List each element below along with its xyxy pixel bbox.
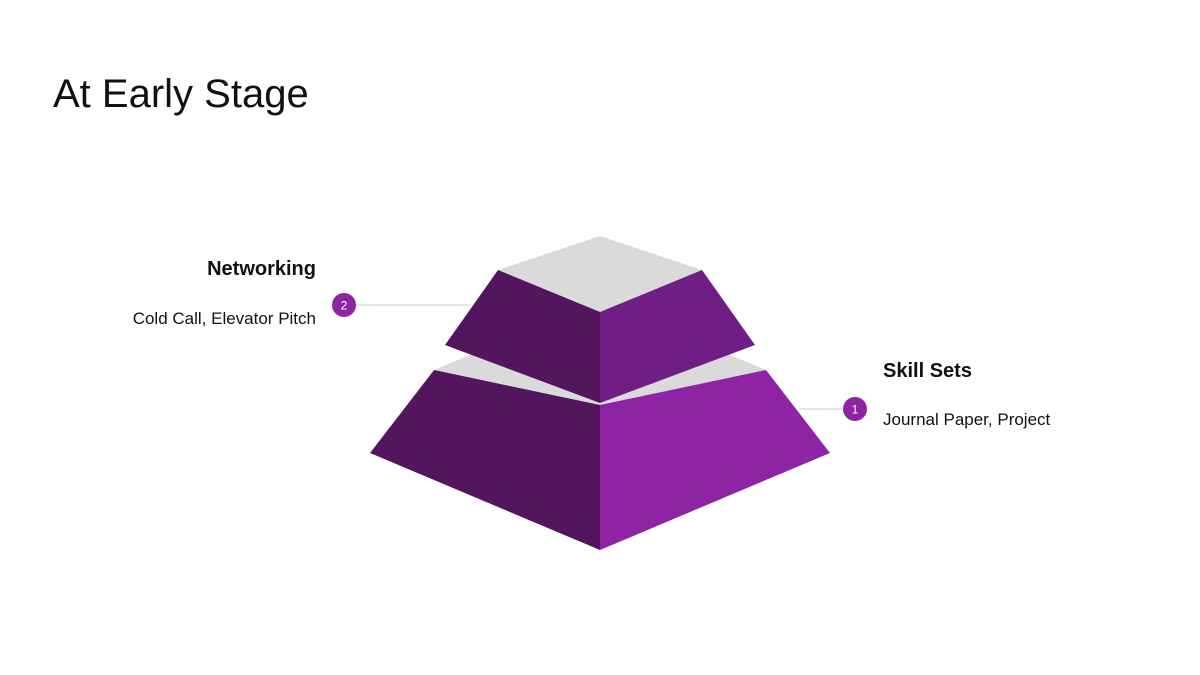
tier-2-left-face [445, 270, 600, 403]
badge-2: 2 [332, 293, 356, 317]
level-1-title: Skill Sets [883, 360, 972, 382]
level-2-title: Networking [207, 258, 316, 280]
badge-1-number: 1 [852, 403, 859, 417]
level-2-description: Cold Call, Elevator Pitch [132, 309, 316, 328]
tier-2-right-face [600, 270, 755, 403]
badge-1: 1 [843, 397, 867, 421]
tier-2-top-face [498, 236, 702, 312]
badge-2-number: 2 [341, 299, 348, 313]
tier-1-right-face [600, 370, 830, 550]
pyramid-tier-2 [445, 236, 755, 403]
tier-1-left-face [370, 370, 600, 550]
slide-title: At Early Stage [53, 72, 309, 116]
level-1-description: Journal Paper, Project [883, 410, 1051, 429]
